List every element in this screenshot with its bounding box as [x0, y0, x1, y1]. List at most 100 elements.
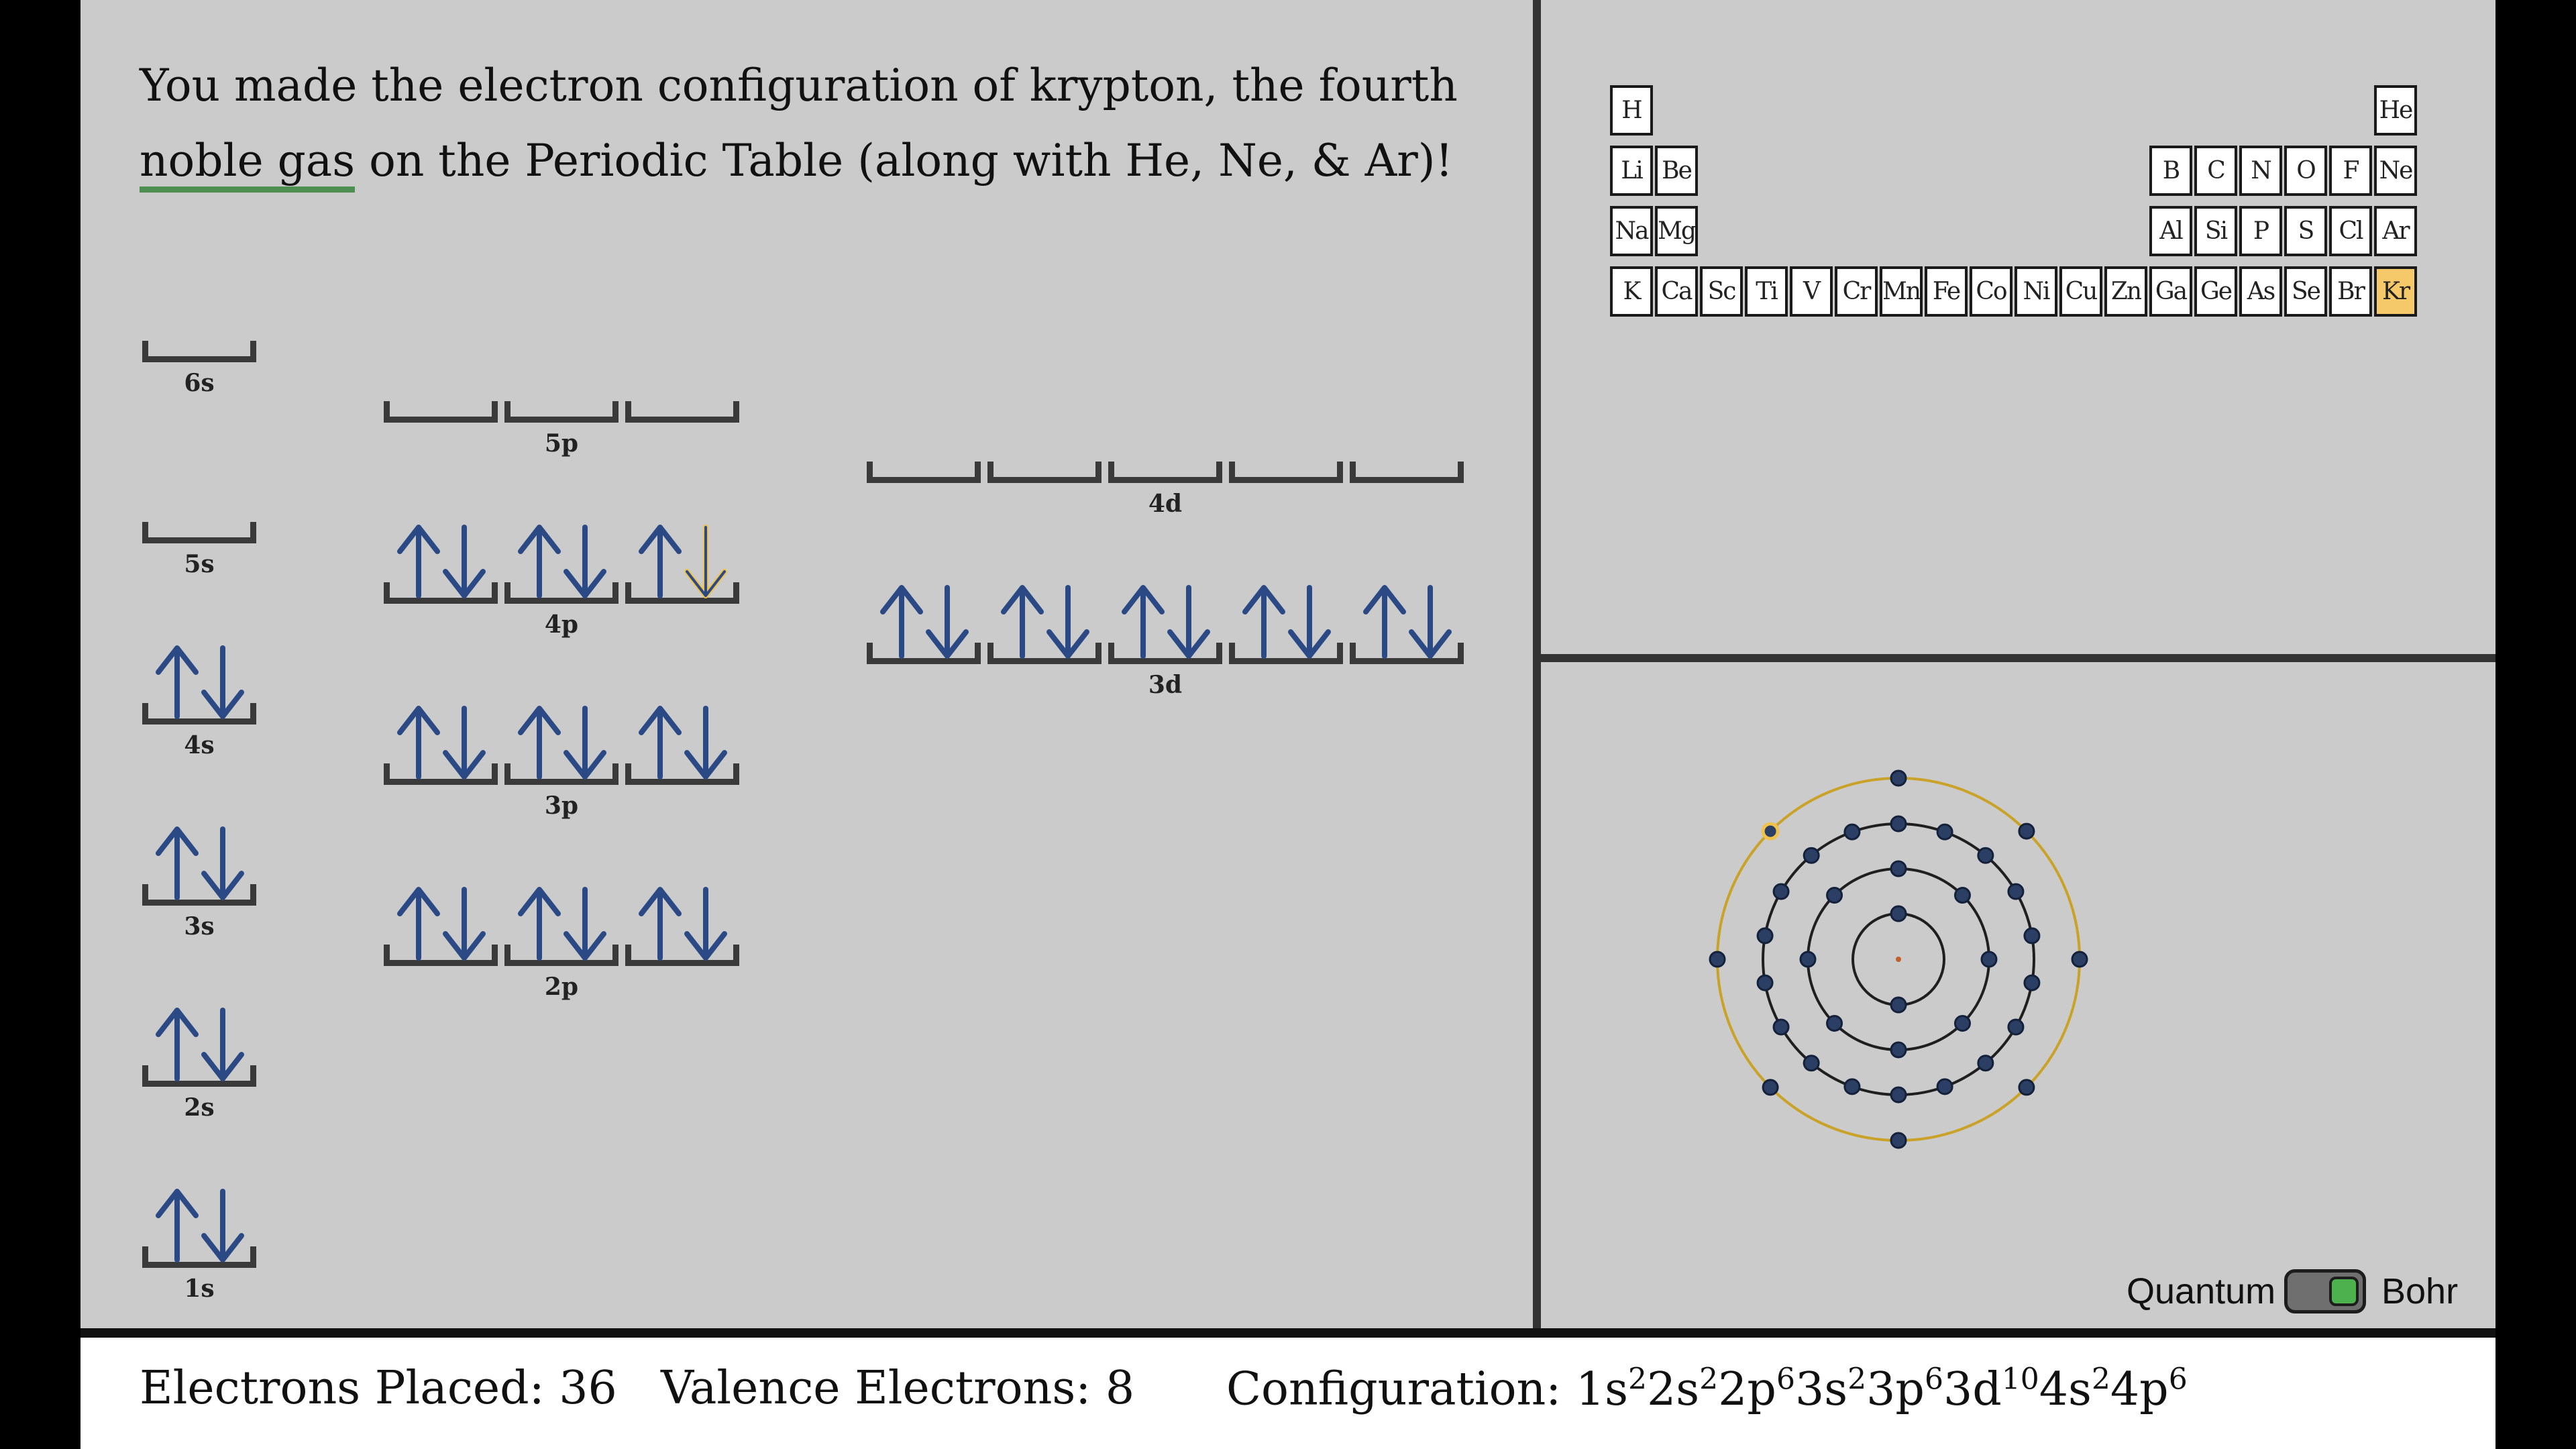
electron-arrows: [518, 525, 606, 598]
electron-arrows: [156, 1008, 244, 1081]
element-he[interactable]: He: [2374, 85, 2417, 136]
element-al[interactable]: Al: [2149, 206, 2192, 256]
element-ca[interactable]: Ca: [1655, 266, 1698, 317]
element-zn[interactable]: Zn: [2104, 266, 2147, 317]
electron-arrows: [1122, 585, 1210, 659]
electron: [2071, 951, 2088, 968]
electron: [1977, 1055, 1994, 1072]
element-sc[interactable]: Sc: [1700, 266, 1743, 317]
model-toggle-switch[interactable]: [2284, 1269, 2366, 1313]
orbital-box[interactable]: [867, 396, 981, 483]
orbital-box[interactable]: [504, 698, 619, 785]
element-ge[interactable]: Ge: [2194, 266, 2237, 317]
orbital-box[interactable]: [504, 879, 619, 966]
config-term: 3s: [1794, 1362, 1848, 1416]
element-ti[interactable]: Ti: [1745, 266, 1788, 317]
orbital-box[interactable]: [142, 456, 256, 543]
electron-arrows: [639, 706, 727, 780]
element-cl[interactable]: Cl: [2329, 206, 2372, 256]
element-ar[interactable]: Ar: [2374, 206, 2417, 256]
orbital-box[interactable]: [384, 335, 498, 423]
orbital-label: 2s: [184, 1093, 215, 1122]
element-na[interactable]: Na: [1610, 206, 1653, 256]
orbital-box[interactable]: [142, 818, 256, 906]
element-co[interactable]: Co: [1970, 266, 2012, 317]
orbital-box[interactable]: [384, 517, 498, 604]
orbital-box[interactable]: [625, 517, 739, 604]
orbital-box[interactable]: [1108, 577, 1222, 664]
orbital-label: 3d: [1148, 671, 1183, 699]
orbital-box[interactable]: [142, 275, 256, 362]
electron: [1890, 996, 1907, 1014]
element-mn[interactable]: Mn: [1880, 266, 1923, 317]
orbital-box[interactable]: [625, 879, 739, 966]
element-c[interactable]: C: [2194, 146, 2237, 196]
element-cu[interactable]: Cu: [2059, 266, 2102, 317]
orbital-box[interactable]: [987, 396, 1102, 483]
electron: [1826, 1014, 1843, 1032]
electron: [1709, 951, 1726, 968]
config-term: 2p: [1718, 1362, 1776, 1416]
element-h[interactable]: H: [1610, 85, 1653, 136]
toggle-knob[interactable]: [2329, 1277, 2359, 1306]
element-be[interactable]: Be: [1655, 146, 1698, 196]
noble-gas-link[interactable]: noble gas: [140, 135, 356, 193]
element-fe[interactable]: Fe: [1925, 266, 1968, 317]
element-k[interactable]: K: [1610, 266, 1653, 317]
electron-arrows: [518, 706, 606, 780]
electron-arrows: [384, 335, 498, 423]
electron: [1890, 860, 1907, 877]
orbital-box[interactable]: [142, 1181, 256, 1268]
orbital-box[interactable]: [142, 1000, 256, 1087]
config-exponent: 2: [1699, 1362, 1719, 1396]
element-mg[interactable]: Mg: [1655, 206, 1698, 256]
element-o[interactable]: O: [2284, 146, 2327, 196]
message-text-before: You made the electron configuration of k…: [140, 60, 1458, 111]
bohr-label: Bohr: [2381, 1271, 2459, 1311]
electron: [1843, 1078, 1861, 1095]
orbital-box[interactable]: [384, 879, 498, 966]
element-kr[interactable]: Kr: [2374, 266, 2417, 317]
electron: [2018, 1079, 2035, 1096]
element-f[interactable]: F: [2329, 146, 2372, 196]
orbital-box[interactable]: [1108, 396, 1222, 483]
element-b[interactable]: B: [2149, 146, 2192, 196]
electron: [1803, 1055, 1820, 1072]
orbital-box[interactable]: [142, 637, 256, 724]
element-ne[interactable]: Ne: [2374, 146, 2417, 196]
orbital-box[interactable]: [1350, 577, 1464, 664]
element-v[interactable]: V: [1790, 266, 1833, 317]
orbital-label: 2p: [544, 973, 579, 1001]
orbital-box[interactable]: [987, 577, 1102, 664]
electron-arrows: [397, 887, 486, 961]
config-term: 3p: [1866, 1362, 1925, 1416]
element-li[interactable]: Li: [1610, 146, 1653, 196]
element-n[interactable]: N: [2239, 146, 2282, 196]
element-se[interactable]: Se: [2284, 266, 2327, 317]
orbital-box[interactable]: [504, 517, 619, 604]
element-p[interactable]: P: [2239, 206, 2282, 256]
orbital-box[interactable]: [625, 698, 739, 785]
electron: [1772, 1018, 1790, 1036]
electron: [1936, 823, 1953, 841]
orbital-box[interactable]: [625, 335, 739, 423]
electron: [1826, 887, 1843, 904]
orbital-box[interactable]: [384, 698, 498, 785]
electron: [2007, 1018, 2025, 1036]
element-ga[interactable]: Ga: [2149, 266, 2192, 317]
electron-arrows: [1350, 396, 1464, 483]
orbital-box[interactable]: [504, 335, 619, 423]
element-ni[interactable]: Ni: [2015, 266, 2057, 317]
orbital-box[interactable]: [1229, 577, 1343, 664]
config-exponent: 6: [1776, 1362, 1795, 1396]
orbital-box[interactable]: [867, 577, 981, 664]
element-s[interactable]: S: [2284, 206, 2327, 256]
electron: [2018, 822, 2035, 840]
element-cr[interactable]: Cr: [1835, 266, 1878, 317]
orbital-box[interactable]: [1350, 396, 1464, 483]
electron-arrows: [1108, 396, 1222, 483]
orbital-box[interactable]: [1229, 396, 1343, 483]
element-br[interactable]: Br: [2329, 266, 2372, 317]
element-si[interactable]: Si: [2194, 206, 2237, 256]
element-as[interactable]: As: [2239, 266, 2282, 317]
